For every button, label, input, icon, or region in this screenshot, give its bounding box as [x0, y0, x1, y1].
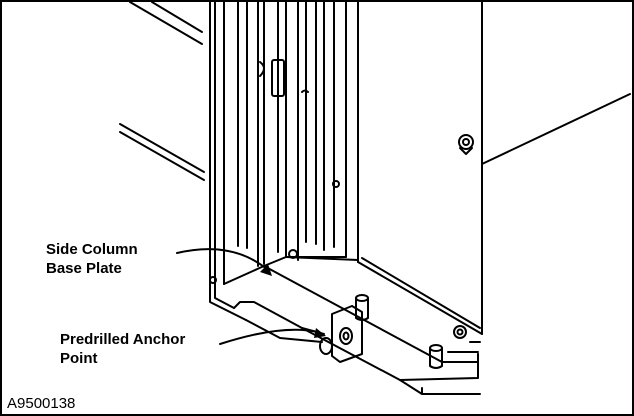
side-column — [209, 2, 359, 293]
cabinet-side-panel — [357, 2, 631, 335]
fasteners — [209, 134, 474, 339]
base-plate — [209, 256, 481, 395]
callout-leaders — [176, 248, 319, 345]
callout-anchor-label-line1: Predrilled Anchor — [60, 331, 186, 348]
callout-side-column-base-plate: Side Column Base Plate — [46, 240, 138, 278]
callout-side-column-label-line2: Base Plate — [46, 260, 122, 277]
anchor-bracket — [319, 305, 363, 363]
callout-side-column-label-line1: Side Column — [46, 241, 138, 258]
locating-pins — [355, 294, 443, 369]
callout-arrowheads — [260, 264, 326, 338]
background-shelf-lines — [119, 2, 205, 181]
callout-anchor-label-line2: Point — [60, 350, 98, 367]
callout-predrilled-anchor-point: Predrilled Anchor Point — [60, 330, 185, 368]
figure-id: A9500138 — [7, 395, 76, 412]
